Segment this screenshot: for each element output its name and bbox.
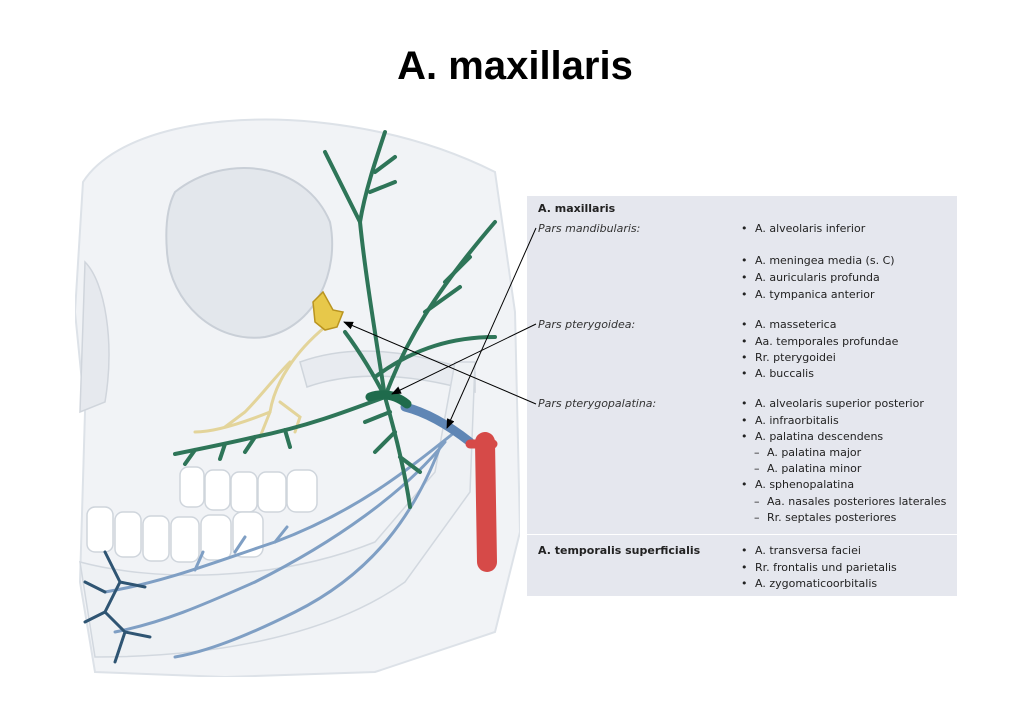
list-item: •A. transversa faciei xyxy=(741,544,861,557)
section-label-mandibularis: Pars mandibularis: xyxy=(538,222,641,235)
table-header: A. maxillaris xyxy=(538,202,616,215)
orbit xyxy=(165,167,334,339)
list-item: •Rr. frontalis und parietalis xyxy=(741,561,897,574)
list-item: •A. sphenopalatina xyxy=(741,478,855,491)
section-label-pterygoidea: Pars pterygoidea: xyxy=(538,318,636,331)
list-item: •Rr. pterygoidei xyxy=(741,351,836,364)
section-label-pterygopalatina: Pars pterygopalatina: xyxy=(538,397,657,410)
list-item: •A. masseterica xyxy=(741,318,837,331)
list-item: •A. auricularis profunda xyxy=(741,271,880,284)
list-item: •Aa. temporales profundae xyxy=(741,335,899,348)
table-divider xyxy=(527,534,957,535)
list-item: •A. infraorbitalis xyxy=(741,414,839,427)
external-carotid-artery xyxy=(475,432,497,572)
sub-list-item: –Aa. nasales posteriores laterales xyxy=(754,495,947,508)
list-item: •A. zygomaticoorbitalis xyxy=(741,577,878,590)
list-item: •A. alveolaris superior posterior xyxy=(741,397,924,410)
branch-table: A. maxillaris Pars mandibularis: •A. alv… xyxy=(527,196,957,596)
list-item: •A. palatina descendens xyxy=(741,430,884,443)
maxillary-trunk xyxy=(400,402,475,447)
nasal-cavity xyxy=(79,260,110,414)
sub-list-item: –A. palatina major xyxy=(754,446,862,459)
sub-list-item: –Rr. septales posteriores xyxy=(754,511,897,524)
skull-illustration xyxy=(75,118,520,677)
upper-teeth xyxy=(179,466,318,513)
slide-title: A. maxillaris xyxy=(397,44,633,88)
footer-label: A. temporalis superficialis xyxy=(538,544,701,557)
list-item: •A. meningea media (s. C) xyxy=(741,254,895,267)
sub-list-item: –A. palatina minor xyxy=(754,462,862,475)
pterygopalatine-ganglion xyxy=(312,290,345,331)
list-item: •A. buccalis xyxy=(741,367,814,380)
list-item: •A. alveolaris inferior xyxy=(741,222,866,235)
facial-artery-branches xyxy=(83,550,152,664)
list-item: •A. tympanica anterior xyxy=(741,288,875,301)
